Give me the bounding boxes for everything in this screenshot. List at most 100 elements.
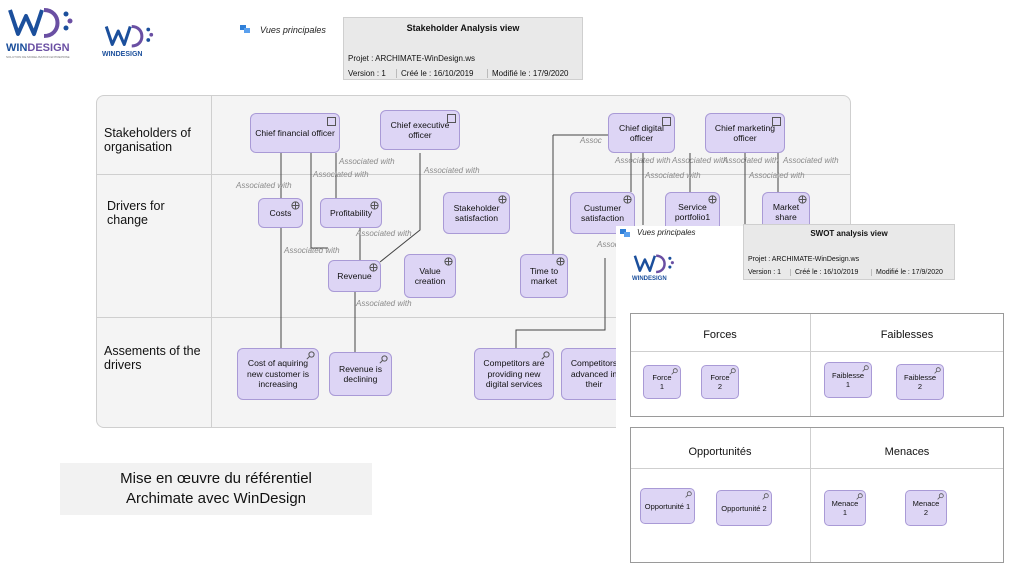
swot-view-version: Version : 1 xyxy=(748,269,782,276)
element-time-to-market[interactable]: Time to market xyxy=(520,254,568,298)
element-label: Value creation xyxy=(414,265,446,287)
element-label: Chief digital officer xyxy=(619,122,664,144)
element-label: Force 1 xyxy=(652,373,672,391)
element-label: Opportunité 1 xyxy=(644,501,691,511)
swot-view-created: Créé le : 16/10/2019 xyxy=(790,269,858,276)
logo-tagline: SOLUTION DE MODELISATION ENTREPRISE xyxy=(6,55,70,59)
swot-view-modified: Modifié le : 17/9/2020 xyxy=(871,269,943,276)
element-stakeholder-satisfaction[interactable]: Stakeholder satisfaction xyxy=(443,192,510,234)
stakeholder-icon xyxy=(327,117,336,126)
views-icon xyxy=(620,229,630,237)
element-label: Service portfolio1 xyxy=(674,201,711,223)
views-icon xyxy=(240,25,250,33)
swot-item-faiblesse-2[interactable]: Faiblesse 2 xyxy=(896,364,944,400)
windesign-logo-mark-small xyxy=(104,25,154,48)
element-revenue[interactable]: Revenue xyxy=(328,260,381,292)
element-chief-marketing-officer[interactable]: Chief marketing officer xyxy=(705,113,785,153)
assessment-icon xyxy=(856,493,863,500)
windesign-logo-large: WINDESIGN SOLUTION DE MODELISATION ENTRE… xyxy=(4,4,74,62)
assoc-label: Associated with xyxy=(723,156,779,165)
element-label: Faiblesse 1 xyxy=(831,371,865,389)
lane-divider-1 xyxy=(97,174,850,175)
element-service-portfolio[interactable]: Service portfolio1 xyxy=(665,192,720,232)
swot-title-opportunites: Opportunités xyxy=(688,446,752,458)
assessment-icon xyxy=(379,355,388,364)
assoc-label: Associated with xyxy=(783,156,839,165)
assessment-icon xyxy=(671,368,678,375)
swot-divider-v xyxy=(810,314,811,416)
swot-view-title: SWOT analysis view xyxy=(810,229,888,238)
logo-text-small: WINDESIGN xyxy=(102,51,143,58)
element-competitors-digital-services[interactable]: Competitors are providing new digital se… xyxy=(474,348,554,400)
caption-line-1: Mise en œuvre du référentiel xyxy=(120,470,312,487)
element-label: Chief marketing officer xyxy=(714,122,776,144)
element-chief-digital-officer[interactable]: Chief digital officer xyxy=(608,113,675,153)
driver-icon xyxy=(798,195,807,204)
swot-title-menaces: Menaces xyxy=(884,446,930,458)
element-label: Menace 1 xyxy=(831,499,859,517)
swot-title-faiblesses: Faiblesses xyxy=(880,329,934,341)
assoc-label: Associated with xyxy=(236,181,292,190)
element-label: Faiblesse 2 xyxy=(903,373,937,391)
lane-label-assessments: Assements of the drivers xyxy=(104,344,201,372)
stakeholder-view-project: Projet : ARCHIMATE-WinDesign.ws xyxy=(348,54,475,63)
assoc-label: Associated with xyxy=(356,229,412,238)
driver-icon xyxy=(623,195,632,204)
caption-line-2: Archimate avec WinDesign xyxy=(125,490,307,507)
assoc-label: Associated with xyxy=(284,246,340,255)
lane-divider-2 xyxy=(97,317,850,318)
element-label: Stakeholder satisfaction xyxy=(453,202,500,224)
element-label: Revenue is declining xyxy=(339,363,382,385)
swot-item-menace-1[interactable]: Menace 1 xyxy=(824,490,866,526)
assoc-label-partial: Associ xyxy=(597,240,621,249)
element-label: Competitors advanced in their xyxy=(570,358,618,390)
stakeholder-view-created: Créé le : 16/10/2019 xyxy=(396,69,474,78)
assoc-label: Associated with xyxy=(672,156,728,165)
assessment-icon xyxy=(541,351,550,360)
element-value-creation[interactable]: Value creation xyxy=(404,254,456,298)
element-label: Chief executive officer xyxy=(390,119,450,141)
swot-item-menace-2[interactable]: Menace 2 xyxy=(905,490,947,526)
swot-divider-v xyxy=(810,428,811,562)
logo-word-win: WIN xyxy=(6,42,28,54)
element-profitability[interactable]: Profitability xyxy=(320,198,382,228)
element-costs[interactable]: Costs xyxy=(258,198,303,228)
driver-icon xyxy=(556,257,565,266)
assessment-icon xyxy=(934,367,941,374)
swot-item-force-2[interactable]: Force 2 xyxy=(701,365,739,399)
caption-box: Mise en œuvre du référentiel Archimate a… xyxy=(60,463,372,515)
swot-main-views-label[interactable]: Vues principales xyxy=(637,228,696,237)
swot-view-header: SWOT analysis view Projet : ARCHIMATE-Wi… xyxy=(743,224,955,280)
element-label: Competitors are providing new digital se… xyxy=(483,358,545,390)
windesign-logo-mark xyxy=(8,8,73,38)
driver-icon xyxy=(291,201,300,210)
element-label: Market share xyxy=(772,201,800,223)
swot-title-forces: Forces xyxy=(703,329,737,341)
element-revenue-declining[interactable]: Revenue is declining xyxy=(329,352,392,396)
swot-item-faiblesse-1[interactable]: Faiblesse 1 xyxy=(824,362,872,398)
element-chief-executive-officer[interactable]: Chief executive officer xyxy=(380,110,460,150)
assoc-label: Associated with xyxy=(615,156,671,165)
element-label: Time to market xyxy=(529,265,559,287)
driver-icon xyxy=(498,195,507,204)
driver-icon xyxy=(708,195,717,204)
stakeholder-icon xyxy=(447,114,456,123)
element-label: Profitability xyxy=(329,207,373,218)
main-views-label[interactable]: Vues principales xyxy=(260,25,326,35)
driver-icon xyxy=(444,257,453,266)
swot-item-opportunite-2[interactable]: Opportunité 2 xyxy=(716,490,772,526)
element-label: Menace 2 xyxy=(912,499,940,517)
swot-item-opportunite-1[interactable]: Opportunité 1 xyxy=(640,488,695,524)
swot-divider-h xyxy=(631,468,1003,469)
swot-item-force-1[interactable]: Force 1 xyxy=(643,365,681,399)
lane-label-drivers: Drivers for change xyxy=(107,199,165,227)
element-cost-acquiring-customer[interactable]: Cost of aquiring new customer is increas… xyxy=(237,348,319,400)
windesign-logo-swot: WINDESIGN xyxy=(630,252,676,288)
stakeholder-view-title: Stakeholder Analysis view xyxy=(406,23,520,33)
stakeholder-view-header: Stakeholder Analysis view Projet : ARCHI… xyxy=(343,17,583,80)
element-chief-financial-officer[interactable]: Chief financial officer xyxy=(250,113,340,153)
assoc-label-partial: Assoc xyxy=(580,136,602,145)
assoc-label: Associated with xyxy=(424,166,480,175)
driver-icon xyxy=(369,263,378,272)
